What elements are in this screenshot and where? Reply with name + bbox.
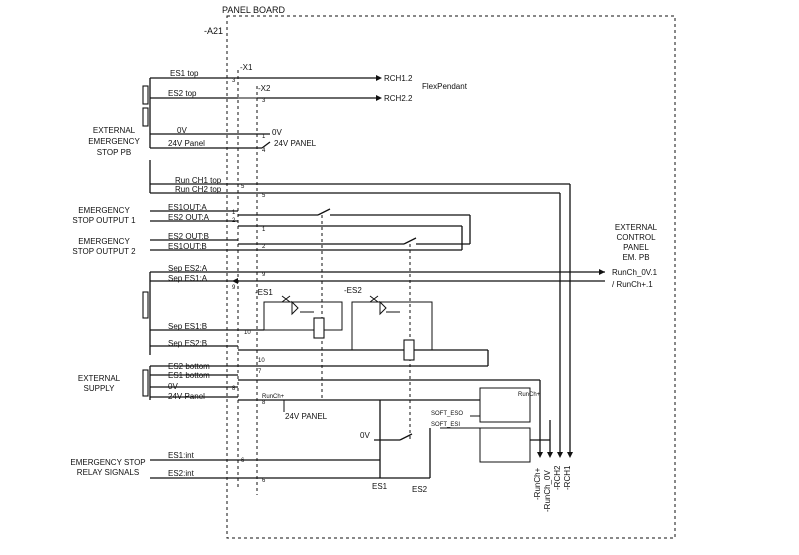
- internal-0v: 0V: [272, 128, 282, 137]
- internal-soft-eso: SOFT_ESO: [431, 411, 463, 417]
- bottom-runch-0v: -RunCh_0V: [543, 470, 552, 512]
- svg-text:6: 6: [262, 478, 266, 484]
- signal-es2out-b: ES2 OUT:B: [168, 232, 209, 241]
- internal-rch1: RCH1.2: [384, 74, 413, 83]
- internal-runch-box: RunCh+: [518, 392, 541, 398]
- svg-text:EMERGENCY: EMERGENCY: [78, 237, 130, 246]
- bottom-runch-plus: -RunCh+: [533, 467, 542, 500]
- signal-es1-top: ES1 top: [170, 69, 199, 78]
- svg-text:EXTERNAL: EXTERNAL: [78, 374, 121, 383]
- svg-text:RELAY SIGNALS: RELAY SIGNALS: [77, 468, 139, 477]
- internal-24v-panel: 24V PANEL: [274, 139, 317, 148]
- internal-es2-label: -ES2: [344, 286, 362, 295]
- panel-ref: -A21: [204, 26, 223, 36]
- svg-text:6: 6: [241, 458, 245, 464]
- label-emergency-stop-output-2: EMERGENCY STOP OUTPUT 2: [72, 237, 136, 256]
- svg-text:EXTERNAL: EXTERNAL: [93, 126, 136, 135]
- svg-text:9: 9: [262, 272, 266, 278]
- svg-text:8: 8: [232, 386, 236, 392]
- svg-text:7: 7: [258, 369, 262, 375]
- svg-text:10: 10: [244, 330, 251, 336]
- bottom-es2: ES2: [412, 485, 428, 494]
- estop-output-wiring: [150, 208, 471, 251]
- connector-x2-label: -X2: [258, 84, 271, 93]
- signal-run-ch2-top: Run CH2 top: [175, 185, 222, 194]
- panel-board-title: PANEL BOARD: [222, 5, 286, 15]
- estop-pb-wiring: [142, 75, 382, 149]
- label-emergency-stop-output-1: EMERGENCY STOP OUTPUT 1: [72, 206, 136, 225]
- svg-text:2: 2: [262, 244, 266, 250]
- panel-board-boundary: [226, 15, 676, 539]
- svg-text:1: 1: [262, 134, 266, 140]
- bottom-rch1: -RCH1: [563, 465, 572, 490]
- svg-text:CONTROL: CONTROL: [616, 233, 656, 242]
- svg-text:STOP OUTPUT 2: STOP OUTPUT 2: [72, 247, 136, 256]
- svg-text:1: 1: [262, 227, 266, 233]
- relay-signal-wiring: [150, 459, 430, 479]
- signal-es2-int: ES2:int: [168, 469, 195, 478]
- svg-text:EM. PB: EM. PB: [622, 253, 649, 262]
- run-channel-wiring: [149, 160, 573, 458]
- signal-es1out-a: ES1OUT:A: [168, 203, 207, 212]
- svg-text:3: 3: [262, 98, 266, 104]
- signal-sep-es1-a: Sep ES1:A: [168, 274, 208, 283]
- sep-es-wiring: [142, 215, 605, 440]
- signal-es1out-b: ES1OUT:B: [168, 242, 207, 251]
- label-runch-0v: RunCh_0V.1: [612, 268, 658, 277]
- label-relay-signals: EMERGENCY STOP RELAY SIGNALS: [70, 458, 145, 477]
- flexpendant-label: FlexPendant: [422, 82, 468, 91]
- external-supply-wiring: [142, 365, 553, 478]
- svg-text:SUPPLY: SUPPLY: [84, 384, 116, 393]
- terminal-numbers: 3 3 1 4 5 5 1 2 1 2 9 9 10 10 7 8 8 6 6: [232, 78, 266, 484]
- label-external-emergency-stop: EXTERNAL EMERGENCY STOP PB: [88, 126, 140, 157]
- internal-runch-small: RunCh+: [262, 394, 285, 400]
- connector-x1-label: -X1: [240, 63, 253, 72]
- svg-text:1: 1: [232, 210, 236, 216]
- svg-text:5: 5: [241, 184, 245, 190]
- signal-sep-es2-a: Sep ES2:A: [168, 264, 208, 273]
- signal-sep-es1-b: Sep ES1:B: [168, 322, 207, 331]
- signal-run-ch1-top: Run CH1 top: [175, 176, 222, 185]
- internal-0v-low: 0V: [360, 431, 370, 440]
- svg-text:4: 4: [262, 148, 266, 154]
- signal-0v-supply: 0V: [168, 382, 178, 391]
- svg-text:STOP OUTPUT 1: STOP OUTPUT 1: [72, 216, 136, 225]
- signal-es2out-a: ES2 OUT:A: [168, 213, 210, 222]
- svg-text:8: 8: [262, 400, 266, 406]
- label-external-supply: EXTERNAL SUPPLY: [78, 374, 121, 393]
- label-runch-plus: / RunCh+.1: [612, 280, 653, 289]
- label-external-control-panel: EXTERNAL CONTROL PANEL EM. PB: [615, 223, 658, 262]
- signal-24v-panel-supply: 24V Panel: [168, 392, 205, 401]
- internal-24v-panel-low: 24V PANEL: [285, 412, 328, 421]
- svg-text:EMERGENCY: EMERGENCY: [78, 206, 130, 215]
- svg-text:EMERGENCY: EMERGENCY: [88, 137, 140, 146]
- svg-text:STOP PB: STOP PB: [97, 148, 131, 157]
- bottom-es1: ES1: [372, 482, 388, 491]
- signal-es1-int: ES1:int: [168, 451, 195, 460]
- signal-sep-es2-b: Sep ES2:B: [168, 339, 207, 348]
- signal-0v: 0V: [177, 126, 187, 135]
- signal-24v-panel: 24V Panel: [168, 139, 205, 148]
- svg-text:10: 10: [258, 358, 265, 364]
- signal-es1-bottom: ES1 bottom: [168, 371, 210, 380]
- internal-soft-esi: SOFT_ESI: [431, 422, 460, 428]
- svg-text:9: 9: [232, 285, 236, 291]
- svg-text:PANEL: PANEL: [623, 243, 649, 252]
- svg-text:EXTERNAL: EXTERNAL: [615, 223, 658, 232]
- svg-text:3: 3: [232, 78, 236, 84]
- internal-es1-label: -ES1: [255, 288, 273, 297]
- svg-text:2: 2: [232, 218, 236, 224]
- bottom-rch2: -RCH2: [553, 465, 562, 490]
- signal-es2-top: ES2 top: [168, 89, 197, 98]
- internal-rch2: RCH2.2: [384, 94, 413, 103]
- svg-text:EMERGENCY STOP: EMERGENCY STOP: [70, 458, 145, 467]
- svg-text:5: 5: [262, 193, 266, 199]
- signal-es2-bottom: ES2 bottom: [168, 362, 210, 371]
